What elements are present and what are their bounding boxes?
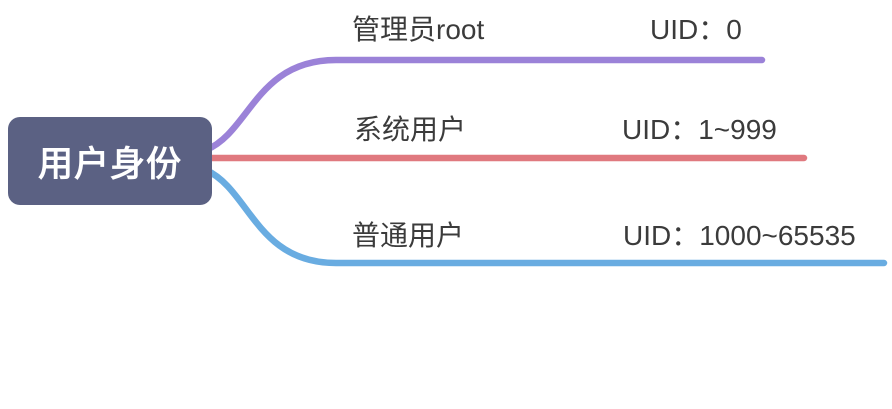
topic-system-user-uid[interactable]: UID：1~999 [622,114,777,145]
topic-admin-root[interactable]: 管理员root [352,14,485,45]
topic-admin-root-uid[interactable]: UID：0 [650,14,742,45]
topic-normal-user[interactable]: 普通用户 [352,220,465,251]
topic-system-user[interactable]: 系统用户 [354,114,467,145]
branch-connector-admin [202,56,766,154]
root-topic[interactable]: 用户身份 [8,117,212,205]
root-topic-label: 用户身份 [37,144,182,184]
topic-normal-user-uid[interactable]: UID：1000~65535 [623,220,856,251]
branch-connector-normal [202,166,888,267]
